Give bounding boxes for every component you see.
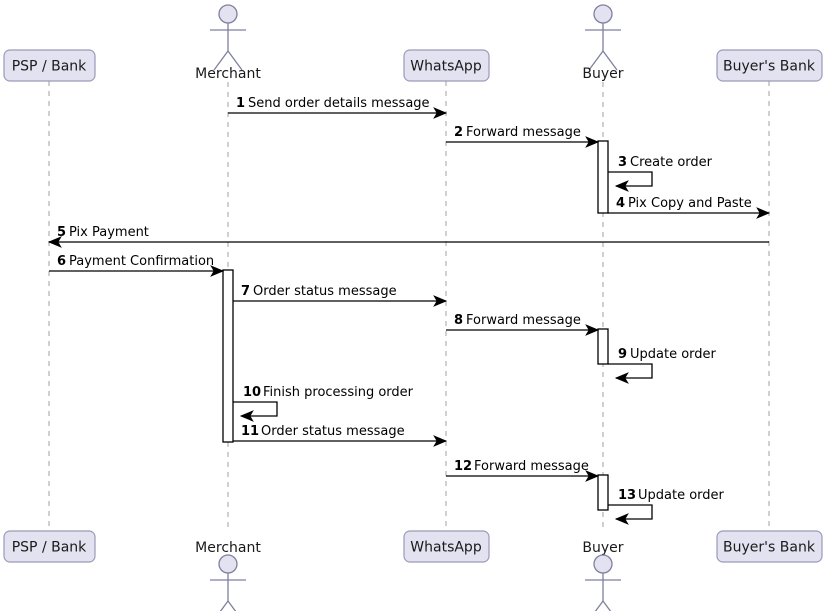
activation-bar-merchant [222,269,234,443]
participant-label: WhatsApp [410,540,482,556]
participant-whatsapp-footer[interactable]: WhatsApp [403,530,490,563]
participant-box[interactable] [403,530,490,563]
activation-bar-buyer [597,474,609,511]
participant-box[interactable] [3,530,96,563]
lifelines-layer [48,81,770,532]
message-label: Pix Payment [69,225,149,240]
message-label: Order status message [261,424,405,439]
message-number: 11 [241,424,259,439]
message-number: 10 [243,385,261,400]
participant-label: Merchant [195,540,261,556]
message-number: 4 [616,196,625,211]
message-arrow [608,171,653,192]
actor-head-icon [593,4,613,24]
message-label: Send order details message [248,96,430,111]
participant-box[interactable] [403,49,490,82]
message-label: Finish processing order [263,385,414,400]
activations-layer [222,140,609,511]
participant-box[interactable] [716,530,823,563]
message-arrow [233,401,278,422]
actor-leg-right-icon [602,50,618,71]
message-label: Forward message [466,313,581,328]
participant-label: PSP / Bank [12,540,87,556]
activation-bar-buyer [597,140,609,214]
message-number: 1 [236,96,245,111]
message-label: Create order [630,155,713,170]
activation-bar-buyer [597,328,609,365]
message-number: 8 [454,313,463,328]
participant-label: WhatsApp [410,59,482,75]
actor-head-icon [218,4,238,24]
participant-label: PSP / Bank [12,59,87,75]
actor-leg-left-icon [213,50,229,71]
participant-label: Buyer's Bank [723,540,816,556]
actor-leg-right-icon [227,600,237,611]
message-label: Order status message [253,284,397,299]
actor-leg-right-icon [602,600,612,611]
message-number: 5 [57,225,66,240]
message-label: Update order [630,347,717,362]
message-label: Payment Confirmation [69,254,214,269]
message-number: 3 [618,155,627,170]
message-number: 7 [241,284,250,299]
participant-merchant-footer[interactable]: Merchant [195,540,261,611]
participant-box[interactable] [716,49,823,82]
participant-merchant-header[interactable]: Merchant [195,4,261,82]
actor-leg-left-icon [594,600,604,611]
message-number: 13 [618,488,636,503]
actor-leg-left-icon [588,50,604,71]
message-number: 6 [57,254,66,269]
participant-box[interactable] [3,49,96,82]
participant-psp-footer[interactable]: PSP / Bank [3,530,96,563]
message-arrow [608,504,653,525]
message-number: 12 [454,459,472,474]
participant-buyersbank-header[interactable]: Buyer's Bank [716,49,823,82]
participant-buyer-header[interactable]: Buyer [582,4,624,82]
participant-whatsapp-header[interactable]: WhatsApp [403,49,490,82]
actor-head-icon [593,554,613,574]
message-label: Forward message [474,459,589,474]
participant-label: Buyer [582,66,623,82]
participant-psp-header[interactable]: PSP / Bank [3,49,96,82]
message-number: 2 [454,125,463,140]
actor-leg-left-icon [219,600,229,611]
participant-label: Buyer [582,540,623,556]
message-number: 9 [618,347,627,362]
message-label: Update order [638,488,725,503]
participant-buyer-footer[interactable]: Buyer [582,540,624,611]
message-label: Forward message [466,125,581,140]
actor-head-icon [218,554,238,574]
actor-leg-right-icon [227,50,243,71]
participant-label: Buyer's Bank [723,59,816,75]
participant-label: Merchant [195,66,261,82]
message-arrow [608,363,653,384]
participant-buyersbank-footer[interactable]: Buyer's Bank [716,530,823,563]
message-label: Pix Copy and Paste [628,196,752,211]
